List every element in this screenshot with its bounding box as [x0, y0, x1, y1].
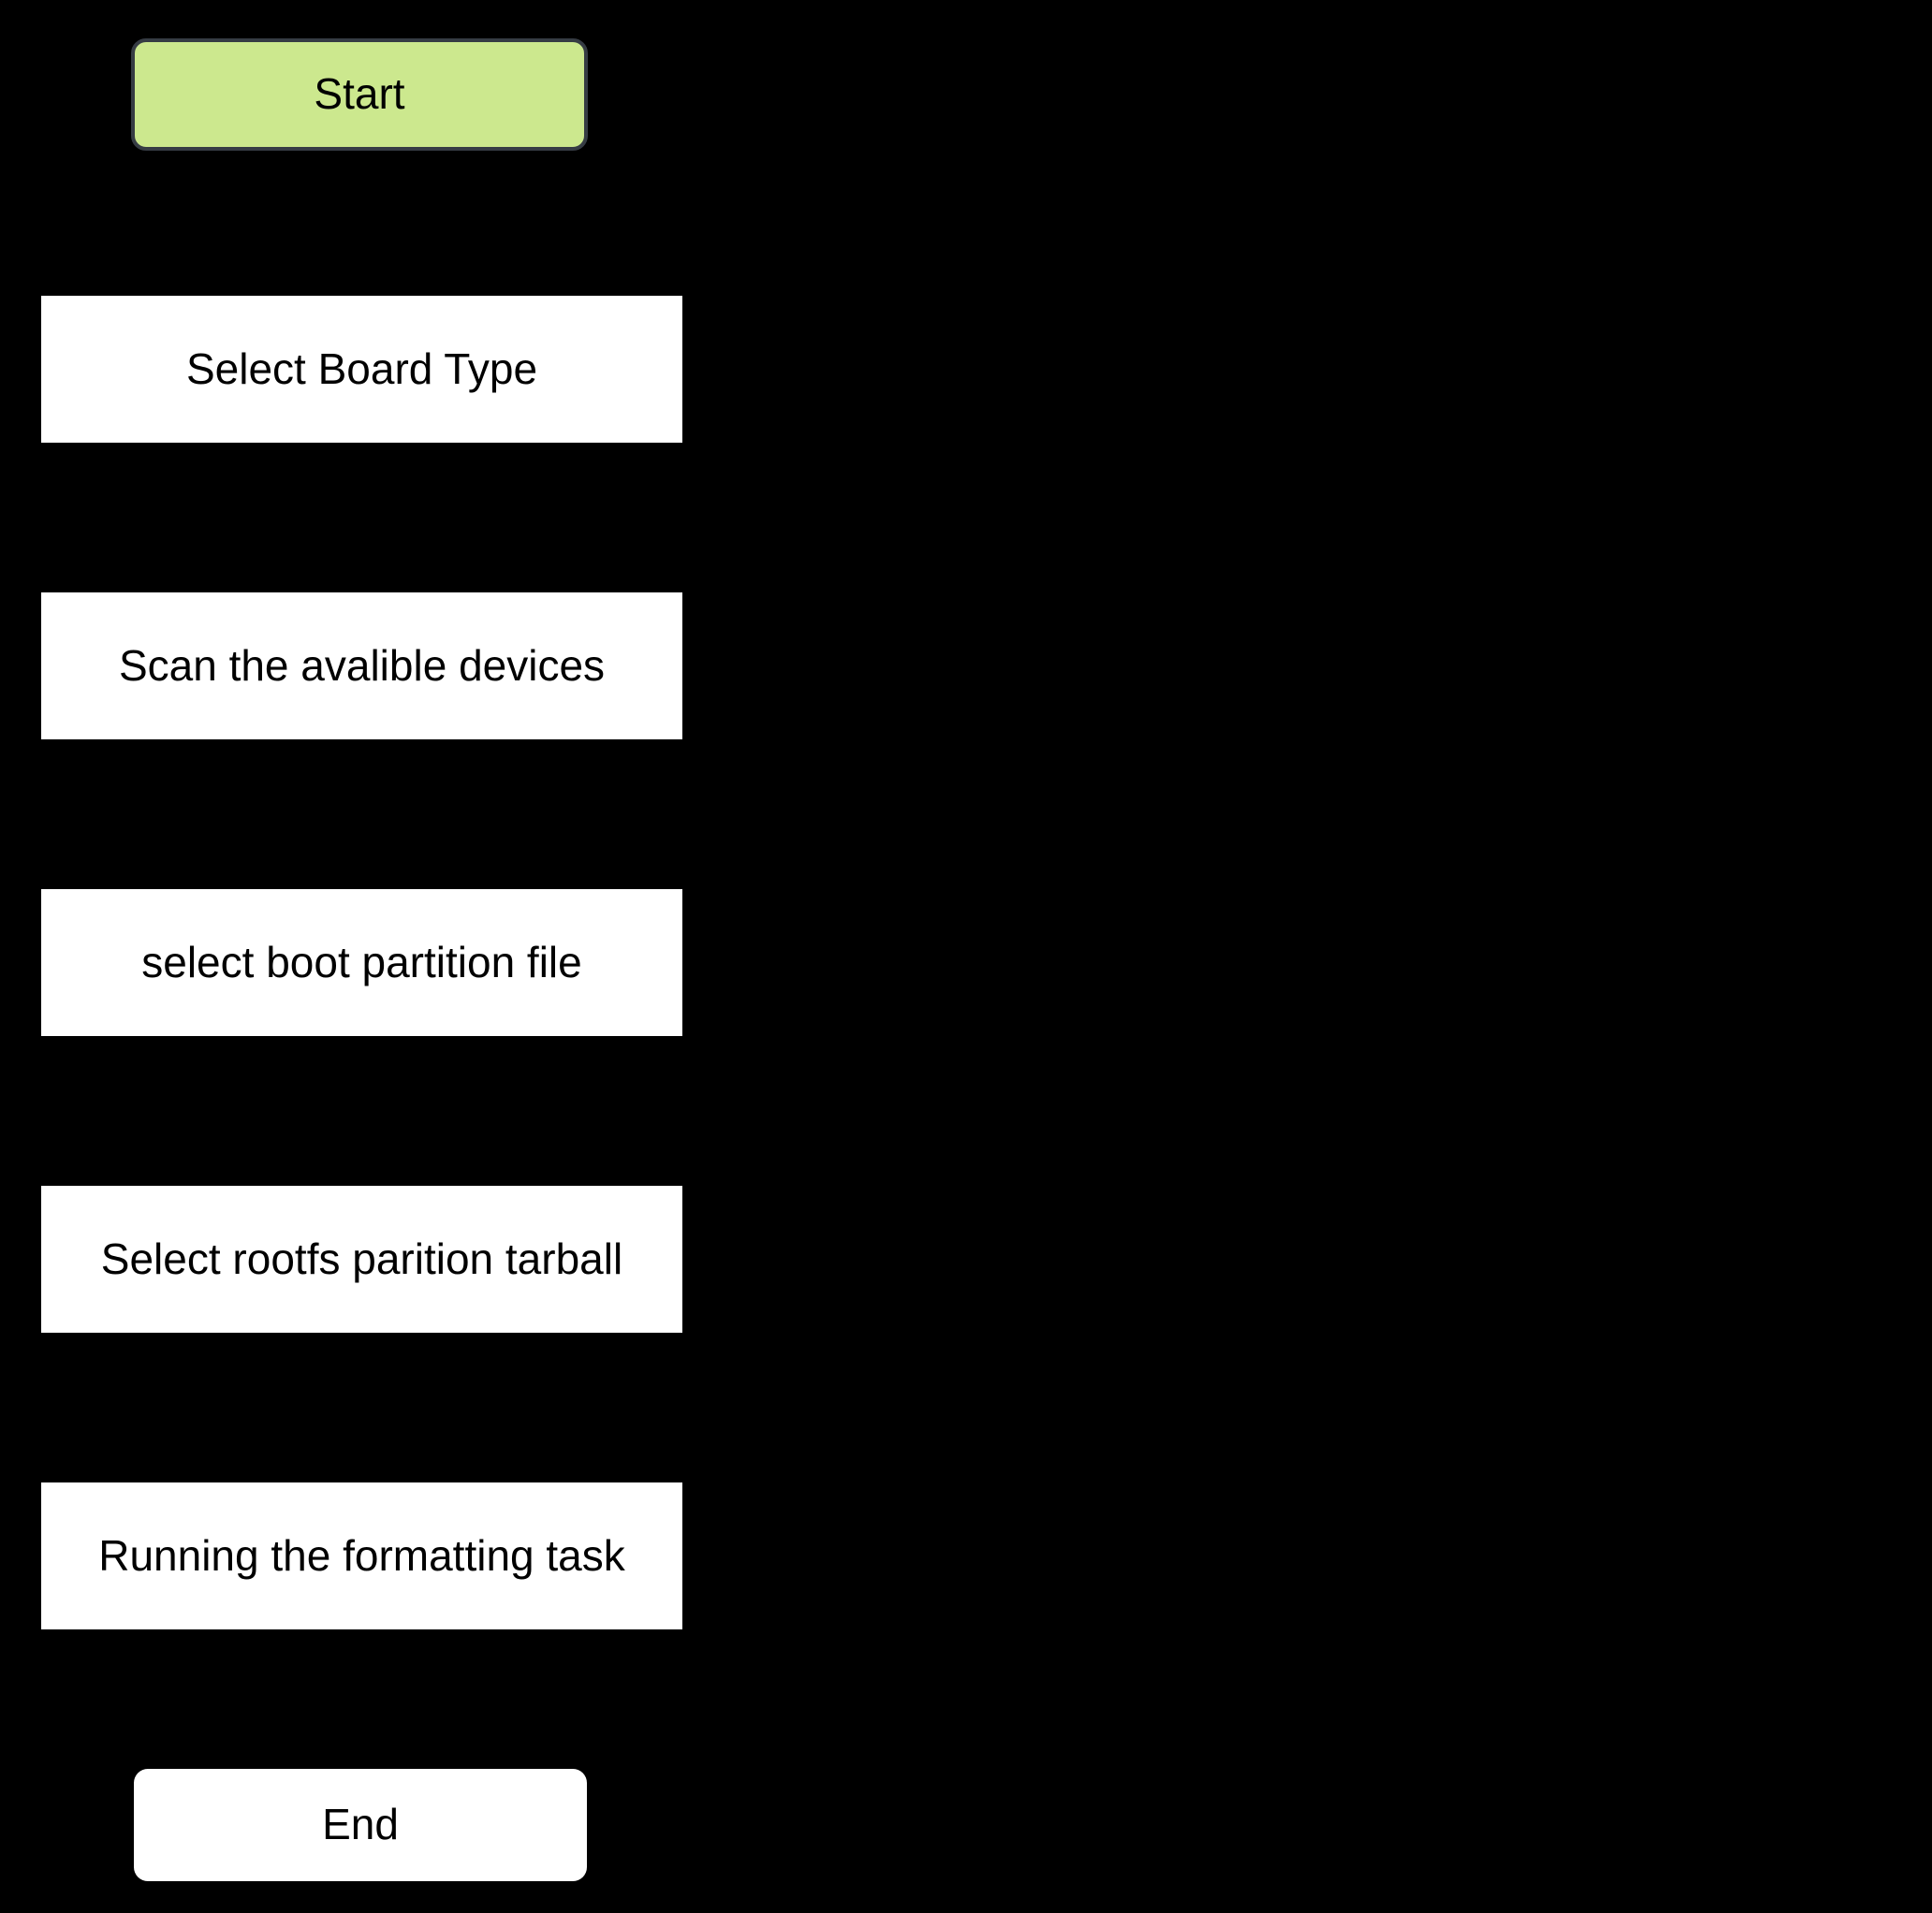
- flowchart-node-select-board-type: Select Board Type: [41, 296, 682, 443]
- node-scan-devices-label: Scan the avalible devices: [118, 640, 606, 690]
- flowchart-node-end: End: [134, 1769, 587, 1881]
- node-select-rootfs-tarball-label: Select rootfs parition tarball: [100, 1234, 623, 1283]
- node-select-boot-partition-label: select boot partition file: [141, 937, 582, 986]
- flowchart-node-select-rootfs-tarball: Select rootfs parition tarball: [41, 1186, 682, 1333]
- node-select-board-type-label: Select Board Type: [185, 343, 538, 393]
- node-running-formatting-task-label: Running the formatting task: [98, 1530, 625, 1580]
- flowchart-node-running-formatting-task: Running the formatting task: [41, 1482, 682, 1629]
- flowchart-node-scan-devices: Scan the avalible devices: [41, 592, 682, 739]
- flowchart-node-start: Start: [131, 38, 588, 151]
- node-start-label: Start: [314, 69, 405, 119]
- node-end-label: End: [322, 1800, 399, 1849]
- flowchart-node-select-boot-partition: select boot partition file: [41, 889, 682, 1036]
